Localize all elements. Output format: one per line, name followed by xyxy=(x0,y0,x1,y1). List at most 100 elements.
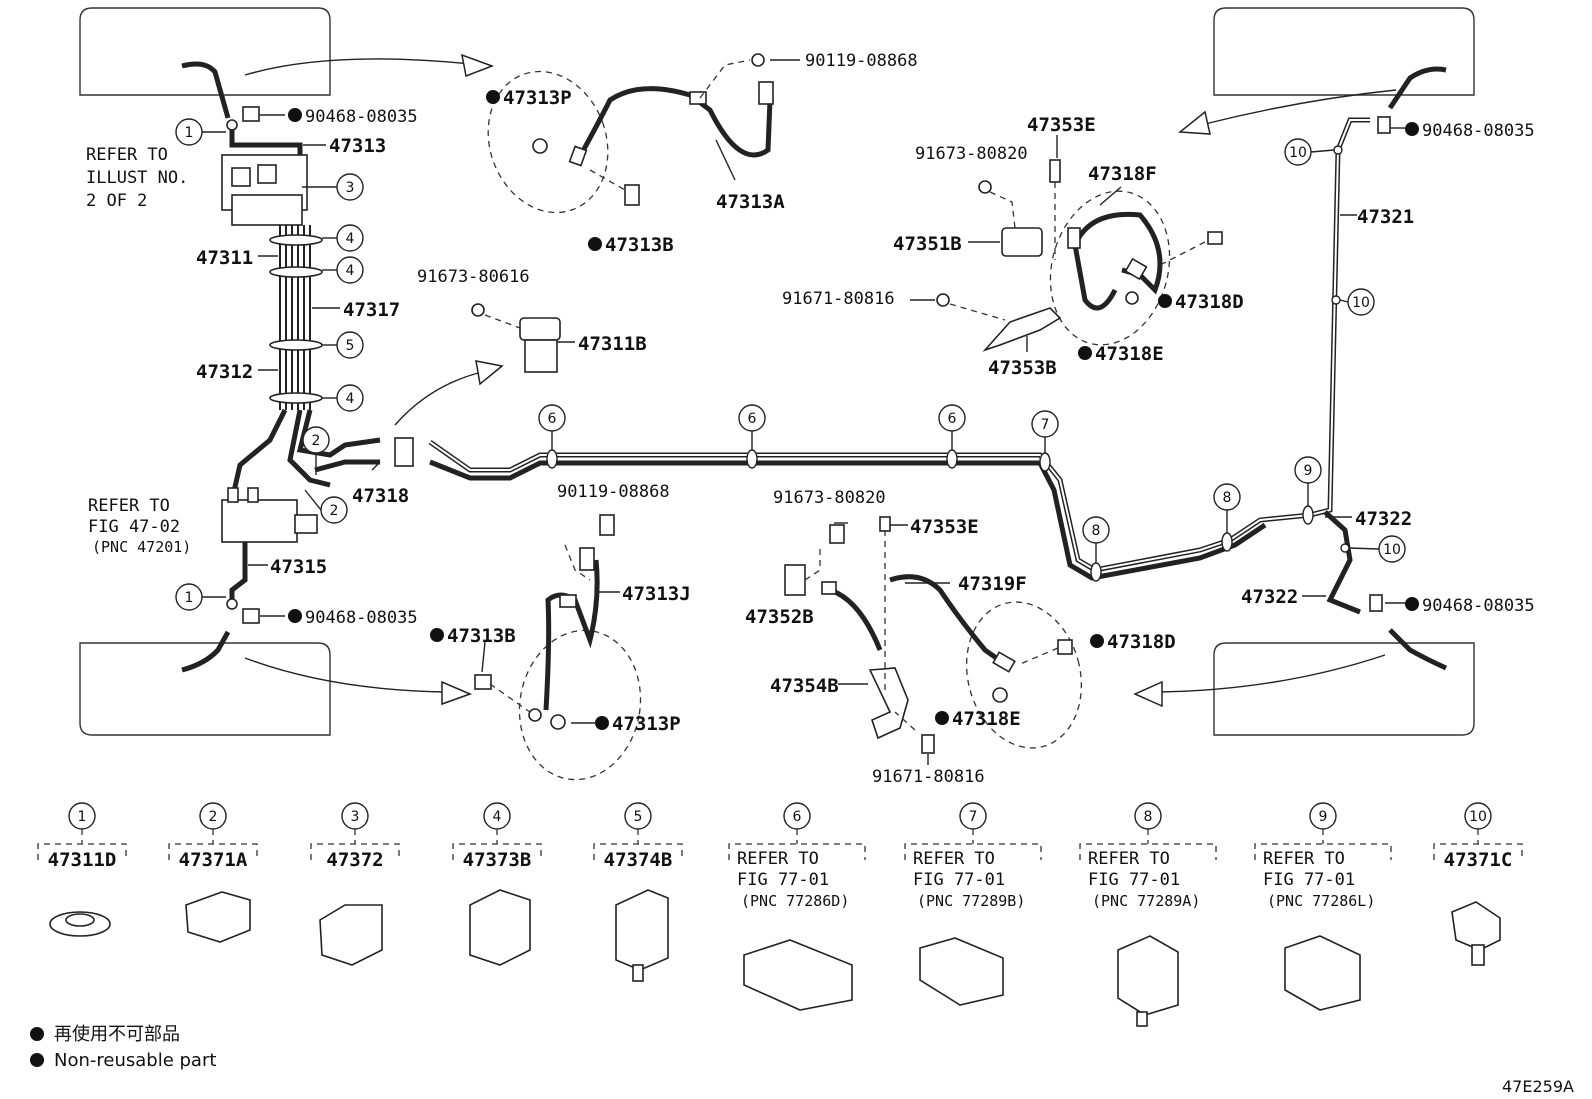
part-label-c-47322-b: 47322 xyxy=(1241,586,1298,608)
clamp-key-number: 9 xyxy=(1319,809,1328,825)
clamp-key-bracket xyxy=(593,829,683,860)
svg-text:5: 5 xyxy=(346,338,355,354)
refer-illust-line-0: REFER TO xyxy=(86,145,168,165)
part-label-c-47318: 47318 xyxy=(352,485,409,507)
legend-en: Non-reusable part xyxy=(54,1050,216,1071)
non-reusable-bullet xyxy=(1158,294,1172,308)
clamp-callouts: 1 3 4 4 5 4 2 2 1 6 6 6 7 8 8 9 10 10 10 xyxy=(175,118,1406,611)
bracket-47311B xyxy=(471,303,561,373)
part-label-c-47318E-top: 47318E xyxy=(1095,343,1164,365)
clamp-key-number: 1 xyxy=(78,809,87,825)
refer-illust-line-2: 2 OF 2 xyxy=(86,191,147,211)
clamp-key-refer-line: FIG 77-01 xyxy=(1263,870,1355,890)
front-right-hose-detail xyxy=(936,159,1223,352)
refer-fig-line-1: FIG 47-02 xyxy=(88,517,180,537)
clamp-key-refer-line: (PNC 77289A) xyxy=(1092,892,1200,910)
svg-text:4: 4 xyxy=(346,263,355,279)
clamp-key-bracket xyxy=(1433,829,1523,860)
part-label-c-91673-820-bot: 91673-80820 xyxy=(773,488,886,508)
part-label-c-47354B: 47354B xyxy=(770,675,839,697)
part-label-c-47353E-top: 47353E xyxy=(1027,114,1096,136)
clamp-key-part: 47371A xyxy=(179,849,248,871)
part-label-c-91673-616: 91673-80616 xyxy=(417,267,530,287)
front-left-box xyxy=(79,7,331,96)
svg-text:4: 4 xyxy=(346,391,355,407)
non-reusable-bullet xyxy=(486,90,500,104)
arrow-rear-right xyxy=(1159,654,1386,693)
non-reusable-bullet xyxy=(288,108,302,122)
clamp-key-bracket xyxy=(168,829,258,860)
svg-text:6: 6 xyxy=(748,411,757,427)
part-label-c-47313: 47313 xyxy=(329,135,386,157)
part-label-c-90468-br: 90468-08035 xyxy=(1422,596,1535,616)
refer-fig-pnc-line-0: (PNC 47201) xyxy=(92,538,191,556)
part-label-c-91671-top: 91671-80816 xyxy=(782,289,895,309)
svg-text:8: 8 xyxy=(1223,490,1232,506)
clamp-key-refer-line: REFER TO xyxy=(737,849,819,869)
clamp-key-bracket xyxy=(452,829,542,860)
clamp-key-2: 2 47371A xyxy=(168,802,258,871)
part-label-c-90119-top: 90119-08868 xyxy=(805,51,918,71)
clamp-key-10: 10 47371C xyxy=(1433,802,1523,871)
clamp-key-refer-line: (PNC 77286D) xyxy=(741,892,849,910)
clamp-key-part: 47374B xyxy=(604,849,673,871)
svg-text:4: 4 xyxy=(346,231,355,247)
part-label-c-91671-bot: 91671-80816 xyxy=(872,767,985,787)
svg-text:9: 9 xyxy=(1304,463,1313,479)
clamp-key-bracket xyxy=(310,829,400,860)
part-label-c-47315: 47315 xyxy=(270,556,327,578)
clamp-key-number: 10 xyxy=(1469,809,1487,825)
clamp-illustrations xyxy=(49,889,1501,1027)
clamp-key-refer-line: FIG 77-01 xyxy=(737,870,829,890)
legend-jp: 再使用不可部品 xyxy=(54,1024,180,1045)
clamp-key-bracket xyxy=(1079,829,1217,860)
part-label-c-47317: 47317 xyxy=(343,299,400,321)
clamp-key-refer-line: (PNC 77289B) xyxy=(917,892,1025,910)
part-label-c-47353E-bot: 47353E xyxy=(910,516,979,538)
part-label-c-47313P-top: 47313P xyxy=(503,87,572,109)
clamp-key-number: 5 xyxy=(634,809,643,825)
clamp-key-bracket xyxy=(1254,829,1392,860)
svg-text:1: 1 xyxy=(185,590,194,606)
part-label-c-47313A: 47313A xyxy=(716,191,785,213)
clamp-key-bracket xyxy=(37,829,127,860)
part-label-c-47352B: 47352B xyxy=(745,606,814,628)
refer-fig-line-0: REFER TO xyxy=(88,496,170,516)
arrow-front-left xyxy=(244,58,471,76)
part-label-c-47318F: 47318F xyxy=(1088,163,1157,185)
clamp-key-number: 2 xyxy=(209,809,218,825)
clamp-key-bracket xyxy=(728,829,866,860)
clamp-key-number: 3 xyxy=(351,809,360,825)
rear-left-box xyxy=(79,642,331,736)
non-reusable-bullet xyxy=(1405,597,1419,611)
arrow-front-right xyxy=(1204,89,1397,125)
part-label-c-47312: 47312 xyxy=(196,361,253,383)
part-label-c-47321: 47321 xyxy=(1357,206,1414,228)
part-label-c-90468-tl: 90468-08035 xyxy=(305,107,418,127)
part-label-c-47353B: 47353B xyxy=(988,357,1057,379)
part-label-c-47313J: 47313J xyxy=(622,583,691,605)
part-label-c-47318D-bot: 47318D xyxy=(1107,631,1176,653)
clamp-key-part: 47371C xyxy=(1444,849,1513,871)
part-label-c-90468-tr: 90468-08035 xyxy=(1422,121,1535,141)
clamp-key-refer-line: (PNC 77286L) xyxy=(1267,892,1375,910)
non-reusable-bullet xyxy=(595,716,609,730)
part-label-c-47318D-top: 47318D xyxy=(1175,291,1244,313)
clamp-key-refer-line: REFER TO xyxy=(1088,849,1170,869)
clamp-key-5: 5 47374B xyxy=(593,802,683,871)
svg-text:2: 2 xyxy=(330,503,339,519)
part-label-c-47313B-bot: 47313B xyxy=(447,625,516,647)
rear-left-hose-detail xyxy=(474,514,642,781)
clamp-key-refer-line: FIG 77-01 xyxy=(1088,870,1180,890)
part-label-c-47322-a: 47322 xyxy=(1355,508,1412,530)
part-label-c-47319F: 47319F xyxy=(958,573,1027,595)
clamp-key-number: 8 xyxy=(1144,809,1153,825)
non-reusable-bullet xyxy=(1078,346,1092,360)
clamp-key-refer-line: REFER TO xyxy=(913,849,995,869)
